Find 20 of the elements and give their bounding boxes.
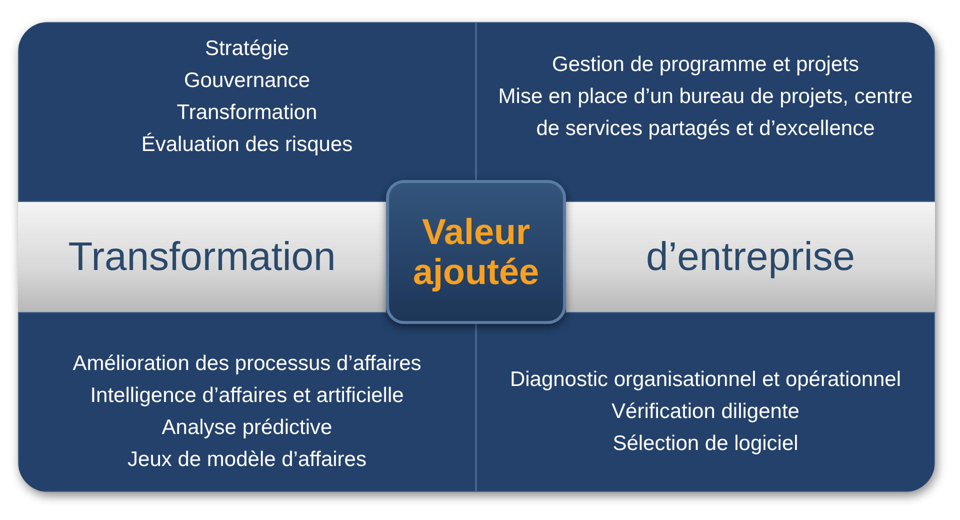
list-item: Sélection de logiciel [612, 431, 798, 457]
list-item: Évaluation des risques [141, 132, 353, 158]
center-box [386, 180, 566, 324]
list-item: Amélioration des processus d’affaires [72, 351, 422, 377]
band-title: d’entreprise [646, 234, 855, 280]
panel-background [18, 22, 935, 492]
center-title: Valeur ajoutée [412, 212, 540, 292]
list-item: Transformation [176, 100, 318, 126]
list-item: Gestion de programme et projets [552, 52, 859, 78]
list-item: Vérification diligente [612, 399, 800, 425]
title-band [566, 202, 935, 312]
list-item: Intelligence d’affaires et artificielle [90, 383, 404, 409]
list-item: Jeux de modèle d’affaires [128, 447, 366, 473]
band-title: Transformation [68, 234, 336, 280]
list-item: Diagnostic organisationnel et opérationnel [510, 367, 902, 393]
list-item: Mise en place d’un bureau de projets, centre de services partagés et d’excellence [497, 84, 914, 142]
list-item: Gouvernance [184, 68, 310, 94]
title-band [18, 202, 386, 312]
list-item: Analyse prédictive [162, 415, 332, 441]
list-item: Stratégie [204, 36, 290, 62]
